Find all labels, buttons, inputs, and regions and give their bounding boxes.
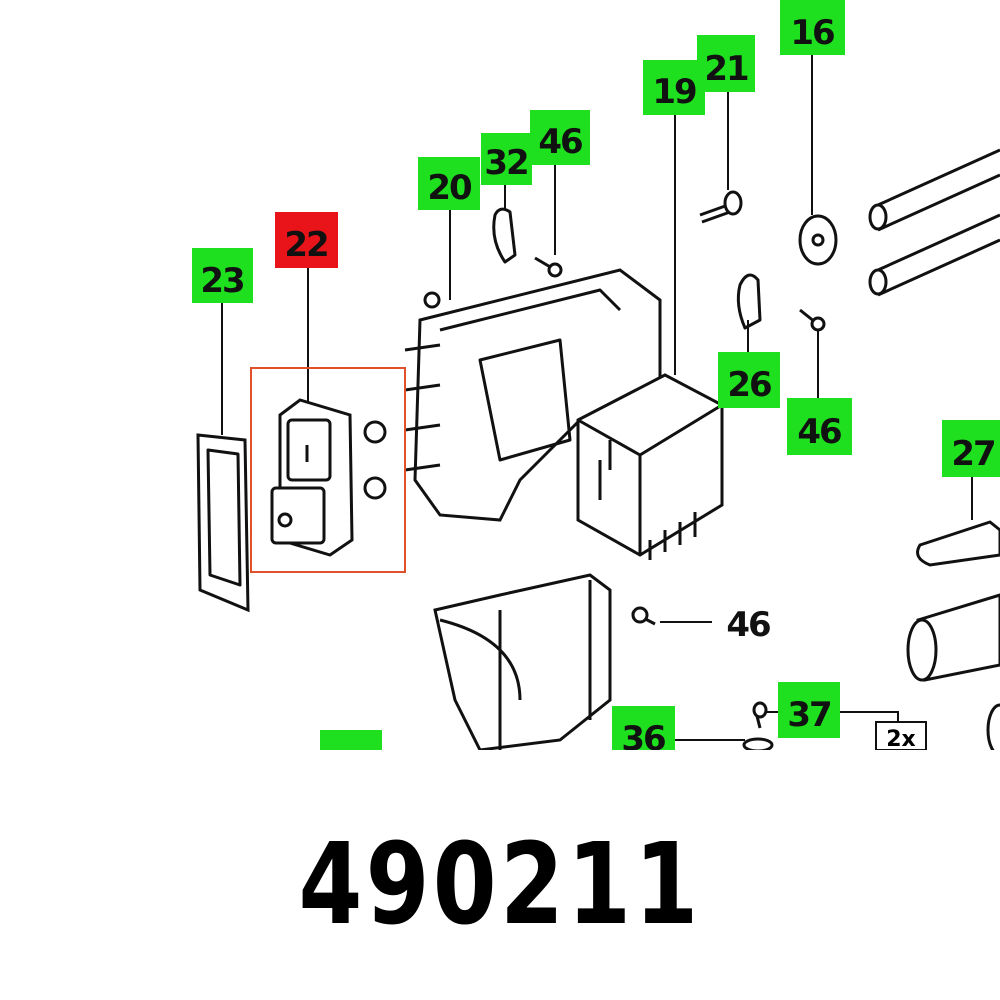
svg-text:22: 22 (284, 225, 327, 265)
leader-lines (221, 55, 973, 741)
callout-26[interactable]: 26 (718, 352, 780, 408)
exploded-parts-diagram: 16 21 19 46 32 20 22 23 26 46 27 46 37 3… (192, 0, 1000, 750)
callout-27[interactable]: 27 (942, 420, 1000, 477)
quantity-note: 2x (875, 721, 927, 750)
callout-46-right[interactable]: 46 (787, 398, 852, 455)
callout-22-highlighted[interactable]: 22 (275, 212, 338, 268)
part-27-lever-and-motor (906, 520, 1000, 750)
callout-32[interactable]: 32 (481, 133, 532, 185)
callout-cropped (320, 730, 382, 750)
part-16-rods-and-washer (798, 148, 1000, 297)
part-37-screw (752, 701, 768, 729)
svg-text:27: 27 (951, 434, 994, 474)
callout-16[interactable]: 16 (780, 0, 845, 55)
part-20-housing (404, 268, 662, 522)
part-22-switch (270, 398, 387, 557)
svg-text:46: 46 (538, 122, 582, 162)
callout-37[interactable]: 37 (778, 682, 840, 738)
svg-text:46: 46 (797, 412, 841, 452)
callout-20[interactable]: 20 (418, 157, 480, 210)
part-21-screw (699, 190, 743, 224)
svg-text:16: 16 (790, 13, 834, 53)
callout-21[interactable]: 21 (697, 35, 755, 92)
svg-text:37: 37 (787, 695, 830, 735)
svg-text:36: 36 (621, 719, 665, 750)
part-36-washer (742, 737, 774, 750)
callout-36[interactable]: 36 (612, 706, 675, 750)
svg-text:20: 20 (427, 168, 472, 208)
callout-46-top[interactable]: 46 (530, 110, 590, 165)
part-26-clip (736, 273, 762, 330)
callout-19[interactable]: 19 (643, 60, 705, 115)
part-19-switch-block (576, 373, 724, 560)
callout-23[interactable]: 23 (192, 248, 253, 303)
svg-text:46: 46 (726, 605, 770, 645)
callout-46-plain[interactable]: 46 (726, 605, 772, 645)
svg-text:23: 23 (200, 261, 243, 301)
svg-text:19: 19 (652, 72, 696, 112)
part-lower-housing (433, 573, 612, 750)
part-32-clip (492, 207, 517, 264)
part-46-screw (534, 256, 826, 626)
svg-text:2x: 2x (886, 727, 916, 750)
part-number: 490211 (298, 820, 702, 950)
highlight-frame (250, 367, 406, 573)
part-23-gasket (196, 433, 250, 613)
svg-text:32: 32 (484, 143, 527, 183)
svg-text:26: 26 (727, 365, 771, 405)
svg-text:21: 21 (704, 49, 748, 89)
